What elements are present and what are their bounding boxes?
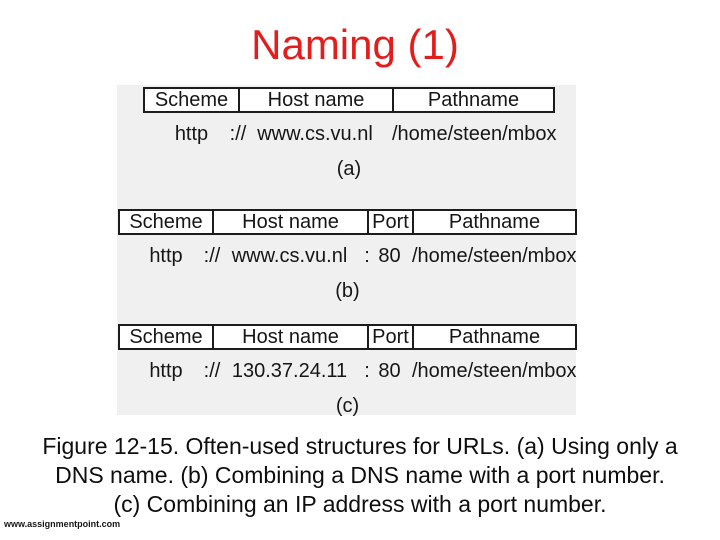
url-part: http [149,245,183,267]
url-part: www.cs.vu.nl [257,123,373,145]
url-separator-text: : [364,360,370,382]
url-separator-text: : [364,245,370,267]
url-part: www.cs.vu.nl [231,245,348,267]
column-header: Pathname [412,326,575,348]
url-separator-text: :// [203,360,221,382]
url-separator-text: :// [229,123,247,145]
url-part: /home/steen/mbox [412,360,577,382]
column-header: Scheme [129,326,203,348]
caption-line: (c) Combining an IP address with a port … [113,491,607,517]
url-part: /home/steen/mbox [412,245,577,267]
caption-line: Figure 12-15. Often-used structures for … [42,433,678,459]
slide-title: Naming (1) [251,21,459,68]
caption-line: DNS name. (b) Combining a DNS name with … [55,462,665,488]
url-value-row: http :// www.cs.vu.nl/home/steen/mbox [145,123,557,145]
subfigure-label-a: (a) [336,158,362,180]
url-part: http [174,123,209,145]
url-part: http [149,360,183,382]
figure-caption: Figure 12-15. Often-used structures for … [0,432,720,519]
url-part: 80 [378,245,401,267]
subfigure-label-c: (c) [335,395,360,417]
watermark: www.assignmentpoint.com [4,519,121,529]
column-header: Port [367,211,412,233]
subfigure-label-b: (b) [335,280,360,302]
column-header: Port [367,326,412,348]
column-header: Host name [212,211,367,233]
column-header: Host name [238,89,392,111]
url-value-row: http :// www.cs.vu.nl:80/home/steen/mbox [120,245,577,267]
url-part: 80 [378,360,401,382]
url-separator-text: :// [203,245,221,267]
column-header: Scheme [154,89,229,111]
column-header: Pathname [412,211,575,233]
url-part: 130.37.24.11 [231,360,348,382]
url-part: /home/steen/mbox [392,123,557,145]
column-header: Host name [212,326,367,348]
column-header: Pathname [392,89,553,111]
url-value-row: http :// 130.37.24.11:80/home/steen/mbox [120,360,577,382]
column-header: Scheme [129,211,203,233]
